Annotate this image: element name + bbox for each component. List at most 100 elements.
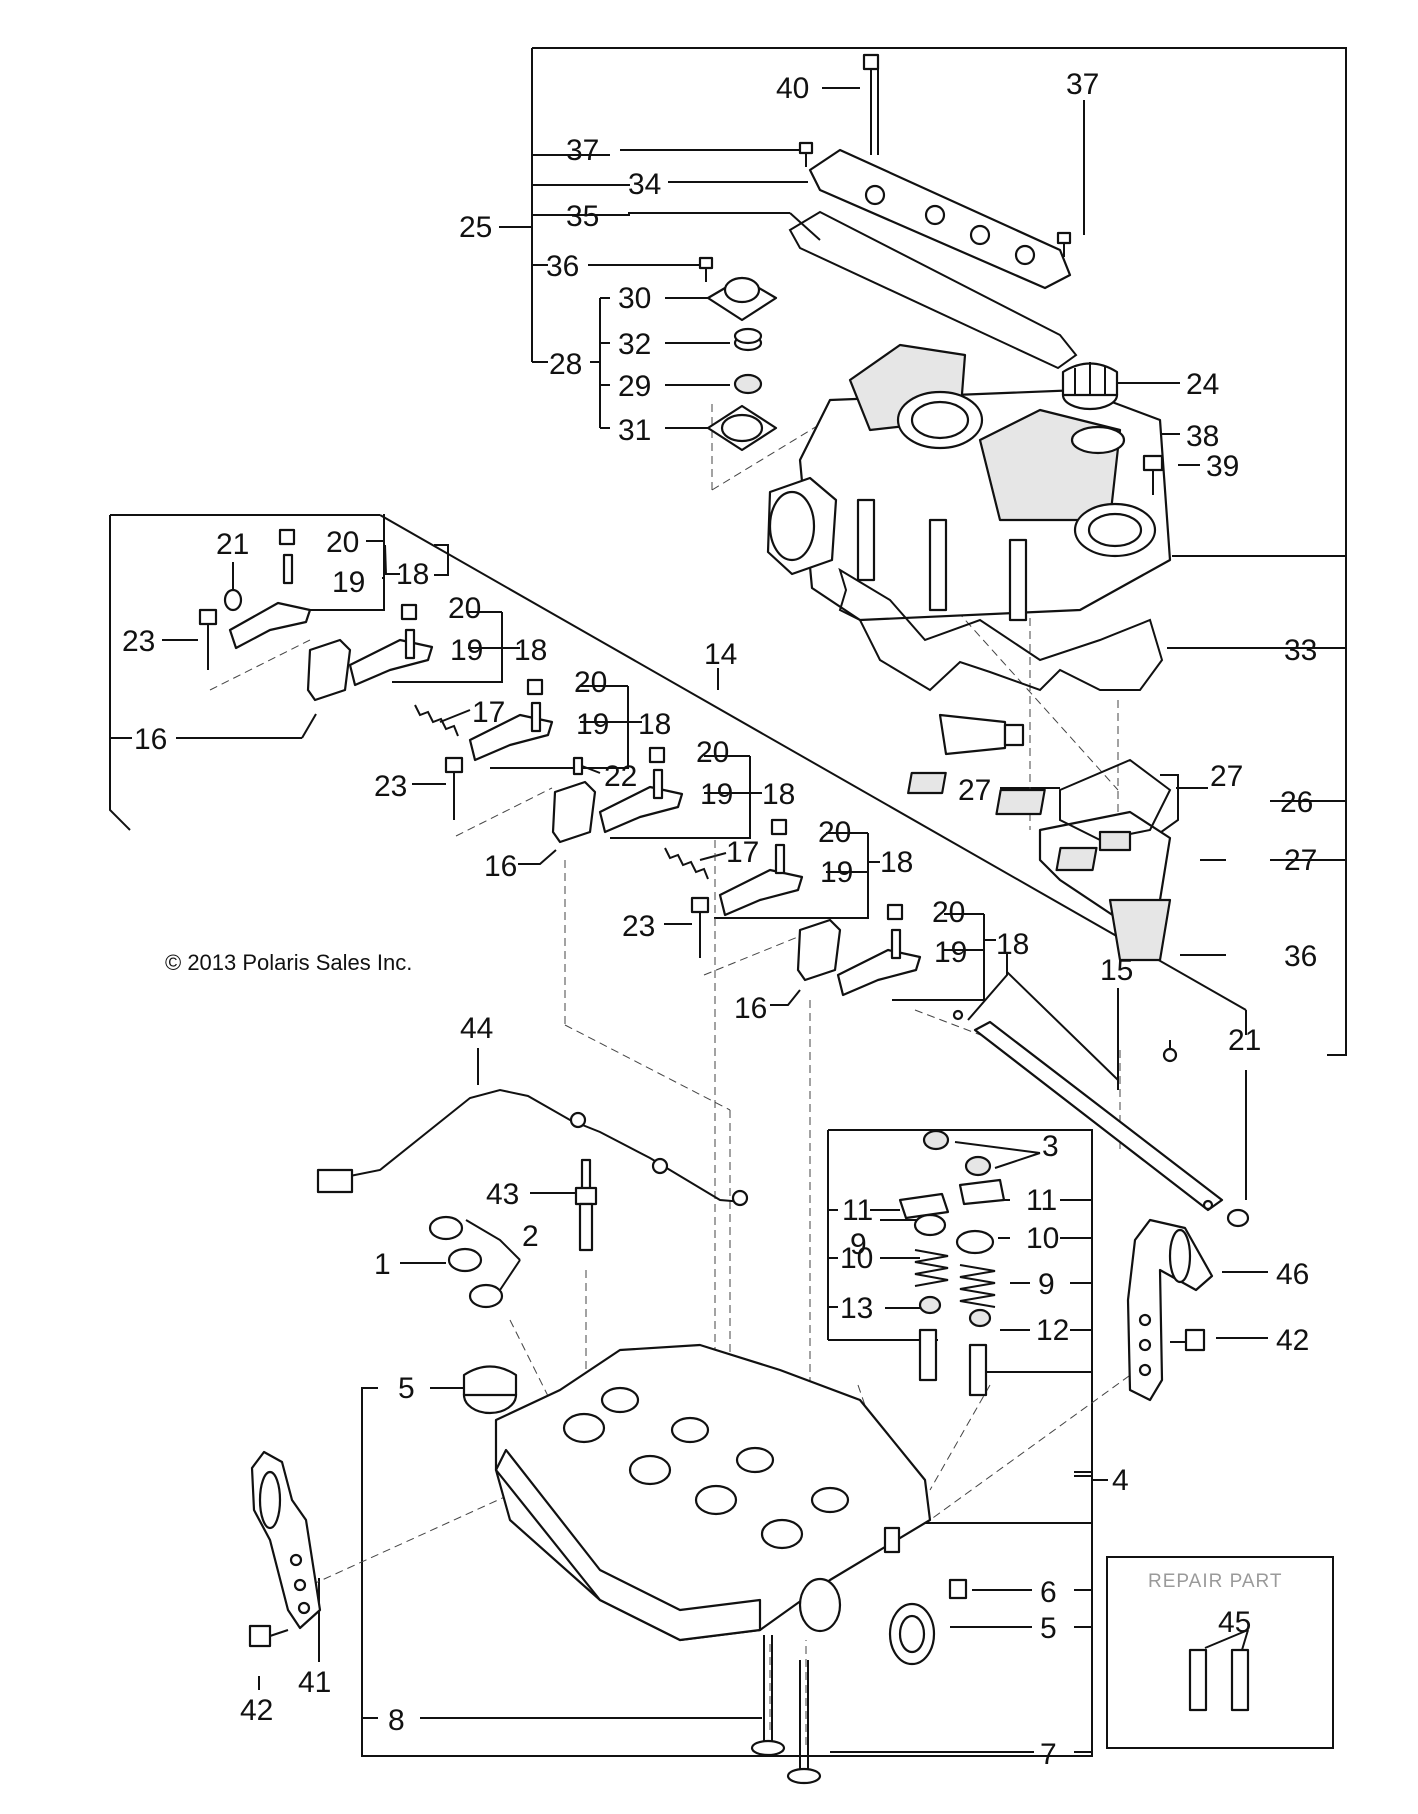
- valve-train: [898, 1129, 1006, 1397]
- plug-6: [948, 1578, 968, 1600]
- callout-36: 36: [1284, 940, 1317, 973]
- bolt-42a: [1170, 1328, 1206, 1352]
- callout-19: 19: [576, 708, 609, 741]
- circlip-21b: [1226, 1208, 1250, 1228]
- callout-10: 10: [1026, 1222, 1059, 1255]
- callout-6: 6: [1040, 1576, 1057, 1609]
- callout-38: 38: [1186, 420, 1219, 453]
- bolt-40: [862, 53, 880, 155]
- callout-18: 18: [996, 928, 1029, 961]
- callout-9: 9: [850, 1228, 867, 1261]
- callout-18: 18: [514, 634, 547, 667]
- callout-20: 20: [818, 816, 851, 849]
- screw-36a: [698, 256, 714, 282]
- rocker-springs: [414, 704, 709, 880]
- callout-16: 16: [134, 723, 167, 756]
- screw-39: [1142, 454, 1164, 495]
- callout-30: 30: [618, 282, 651, 315]
- callout-21: 21: [216, 528, 249, 561]
- rocker-supports: [306, 638, 842, 982]
- sealant-tube: [938, 713, 1025, 756]
- oil-filler-cap: [1061, 362, 1119, 411]
- callout-34: 34: [628, 168, 661, 201]
- valve-exhaust: [786, 1660, 822, 1785]
- callout-20: 20: [448, 592, 481, 625]
- callout-21: 21: [1228, 1024, 1261, 1057]
- circlip-21a: [223, 588, 243, 612]
- callout-42: 42: [240, 1694, 273, 1727]
- callout-37: 37: [566, 134, 599, 167]
- callout-35: 35: [566, 200, 599, 233]
- callout-46: 46: [1276, 1258, 1309, 1291]
- breather-cover: [788, 148, 1078, 370]
- callout-1: 1: [374, 1248, 391, 1281]
- callout-19: 19: [934, 936, 967, 969]
- callout-20: 20: [932, 896, 965, 929]
- pad-27c: [1055, 846, 1098, 872]
- callout-23: 23: [374, 770, 407, 803]
- callout-5: 5: [398, 1372, 415, 1405]
- callout-19: 19: [700, 778, 733, 811]
- callout-5: 5: [1040, 1612, 1057, 1645]
- rocker-bolts: [198, 608, 710, 958]
- callout-16: 16: [484, 850, 517, 883]
- plug-5a: [462, 1365, 518, 1415]
- callout-7: 7: [1040, 1738, 1057, 1771]
- bracket-lines: [109, 47, 1347, 1757]
- glow-plug: [574, 1158, 598, 1252]
- lifting-bracket-41: [250, 1450, 322, 1630]
- glow-plug-harness: [316, 1088, 749, 1207]
- callout-27: 27: [958, 774, 991, 807]
- bolt-42b: [248, 1624, 289, 1648]
- callout-9: 9: [1038, 1268, 1055, 1301]
- screw-37a: [798, 141, 814, 167]
- callout-36: 36: [546, 250, 579, 283]
- seal-rings: [428, 1215, 504, 1309]
- callout-20: 20: [574, 666, 607, 699]
- callout-3: 3: [1042, 1130, 1059, 1163]
- callout-45: 45: [1218, 1606, 1251, 1639]
- repair-part-label: REPAIR PART: [1148, 1571, 1283, 1592]
- callout-27: 27: [1210, 760, 1243, 793]
- callout-43: 43: [486, 1178, 519, 1211]
- copyright-text: © 2013 Polaris Sales Inc.: [165, 950, 412, 975]
- callout-18: 18: [638, 708, 671, 741]
- callout-19: 19: [450, 634, 483, 667]
- callout-26: 26: [1280, 786, 1313, 819]
- baffle-plate: [1038, 758, 1172, 962]
- pad-27b: [995, 788, 1046, 816]
- callout-39: 39: [1206, 450, 1239, 483]
- callout-23: 23: [122, 625, 155, 658]
- callout-41: 41: [298, 1666, 331, 1699]
- callout-18: 18: [880, 846, 913, 879]
- breather-assembly: [706, 276, 778, 452]
- adjusting-screws: [282, 553, 902, 960]
- callout-25: 25: [459, 211, 492, 244]
- rocker-nuts: [278, 528, 904, 921]
- callout-17: 17: [726, 836, 759, 869]
- valve-guides-45: [1188, 1648, 1250, 1712]
- pad-27a: [907, 771, 947, 795]
- callout-42: 42: [1276, 1324, 1309, 1357]
- repair-part-box: [1106, 1556, 1334, 1749]
- callout-15: 15: [1100, 954, 1133, 987]
- callout-2: 2: [522, 1220, 539, 1253]
- screw-37b: [1056, 231, 1072, 257]
- callout-20: 20: [696, 736, 729, 769]
- callout-40: 40: [776, 72, 809, 105]
- callout-27: 27: [1284, 844, 1317, 877]
- dowel-22: [572, 756, 584, 776]
- callout-31: 31: [618, 414, 651, 447]
- callout-23: 23: [622, 910, 655, 943]
- callout-14: 14: [704, 638, 737, 671]
- callout-12: 12: [1036, 1314, 1069, 1347]
- callout-24: 24: [1186, 368, 1219, 401]
- screw-36b: [1162, 1040, 1178, 1063]
- callout-11: 11: [842, 1194, 873, 1227]
- callout-37: 37: [1066, 68, 1099, 101]
- callout-19: 19: [820, 856, 853, 889]
- callout-20: 20: [326, 526, 359, 559]
- valve-intake: [750, 1635, 786, 1757]
- callout-32: 32: [618, 328, 651, 361]
- callout-16: 16: [734, 992, 767, 1025]
